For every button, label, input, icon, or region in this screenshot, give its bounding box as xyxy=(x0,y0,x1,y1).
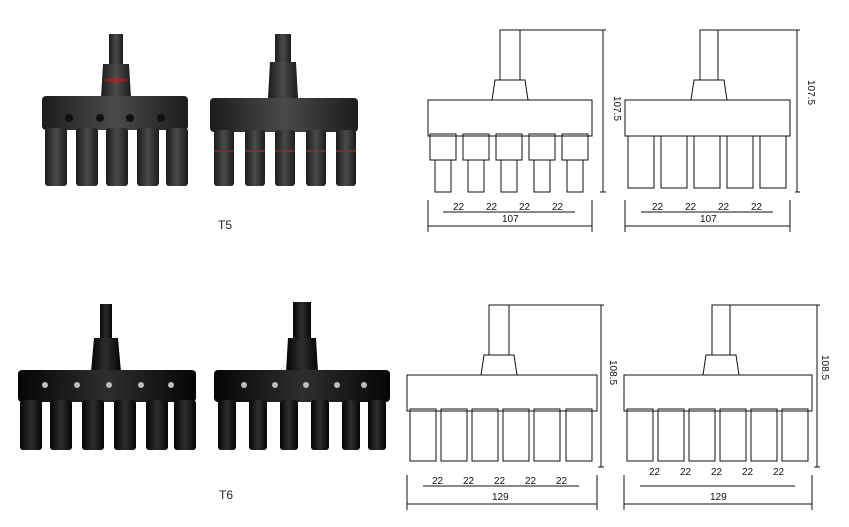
dim-width-label: 129 xyxy=(710,492,727,503)
dim-label: 22 xyxy=(685,202,697,213)
t5-photo-female-branch xyxy=(210,34,358,186)
dim-label: 22 xyxy=(742,467,754,478)
dim-width-label: 107 xyxy=(700,214,717,225)
dim-label: 22 xyxy=(494,476,506,487)
dim-label: 22 xyxy=(463,476,475,487)
dim-label: 22 xyxy=(552,202,564,213)
t5-drawing-a-labels: 22 22 22 22 107 107.5 xyxy=(453,96,622,225)
t5-drawing-b xyxy=(624,29,800,232)
dim-label: 22 xyxy=(556,476,568,487)
dim-label: 22 xyxy=(486,202,498,213)
t6-photo-female-branch xyxy=(214,302,390,450)
dim-height-label: 108.5 xyxy=(607,360,618,385)
t6-photo-male-branch xyxy=(18,304,196,450)
dim-height-label: 107.5 xyxy=(805,80,816,105)
t6-drawing-b xyxy=(623,304,820,510)
dim-label: 22 xyxy=(453,202,465,213)
dim-width-label: 107 xyxy=(502,214,519,225)
t6-drawing-a-labels: 22 22 22 22 22 129 108.5 xyxy=(432,360,618,503)
dim-label: 22 xyxy=(525,476,537,487)
t6-drawing-b-labels: 22 22 22 22 22 129 108.5 xyxy=(649,355,830,503)
dim-height-label: 108.5 xyxy=(819,355,830,380)
dim-label: 22 xyxy=(773,467,785,478)
t6-label: T6 xyxy=(219,488,234,502)
dim-label: 22 xyxy=(432,476,444,487)
dim-width-label: 129 xyxy=(492,492,509,503)
dim-label: 22 xyxy=(711,467,723,478)
dim-label: 22 xyxy=(652,202,664,213)
dim-label: 22 xyxy=(751,202,763,213)
dim-label: 22 xyxy=(718,202,730,213)
t5-drawing-b-labels: 22 22 22 22 107 107.5 xyxy=(652,80,816,225)
t5-drawing-a xyxy=(427,29,606,232)
t6-drawing-a xyxy=(406,304,604,510)
dim-height-label: 107.5 xyxy=(611,96,622,121)
dim-label: 22 xyxy=(519,202,531,213)
t5-label: T5 xyxy=(218,218,233,232)
dim-label: 22 xyxy=(680,467,692,478)
t5-photo-male-branch xyxy=(42,34,188,186)
dim-label: 22 xyxy=(649,467,661,478)
